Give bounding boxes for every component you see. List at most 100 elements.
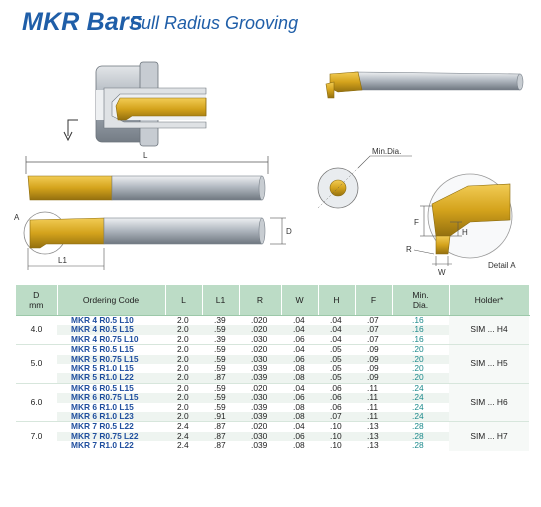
cell-f: .11 <box>355 412 392 422</box>
label-detail-a: Detail A <box>488 261 516 270</box>
cell-l: 2.0 <box>165 393 202 403</box>
holder-cell: SIM ... H5 <box>449 344 529 384</box>
cell-f: .09 <box>355 344 392 355</box>
ordering-code-cell: MKR 6 R0.75 L15 <box>57 393 165 403</box>
col-header-L1: L1 <box>202 285 240 316</box>
ordering-code-cell: MKR 5 R0.5 L15 <box>57 344 165 355</box>
cell-l: 2.0 <box>165 315 202 326</box>
cell-w: .08 <box>293 441 305 451</box>
cell-h: .07 <box>318 412 355 422</box>
cell-r: .030 <box>239 431 281 442</box>
cell-w: .06 <box>281 393 318 403</box>
cell-f: .13 <box>355 421 392 432</box>
label-R: R <box>406 245 412 254</box>
title-bar: MKR Bars Full Radius Grooving <box>0 0 541 44</box>
cell-w: .06 <box>293 334 305 344</box>
cell-l: 2.0 <box>165 354 202 365</box>
min-dia-cell: .16 <box>392 325 449 335</box>
cell-r: .039 <box>239 373 281 384</box>
min-dia-cell: .20 <box>392 373 449 384</box>
min-dia-cell: .16 <box>392 315 449 326</box>
ordering-code-cell: MKR 5 R1.0 L15 <box>71 364 134 374</box>
cell-f: .13 <box>367 441 379 451</box>
cell-w: .08 <box>293 402 305 412</box>
holder-cell: SIM ... H7 <box>449 421 529 451</box>
cell-r: .030 <box>239 354 281 365</box>
cell-l: 2.4 <box>177 441 189 451</box>
cell-l1: .59 <box>214 402 226 412</box>
cell-l: 2.0 <box>177 364 189 374</box>
min-dia-cell: .24 <box>412 402 424 412</box>
cell-l1: .87 <box>202 373 239 384</box>
min-dia-cell: .24 <box>392 382 449 394</box>
diameter-cell: 7.0 <box>16 421 57 451</box>
min-dia-cell: .20 <box>412 364 424 374</box>
ordering-code-cell: MKR 5 R0.75 L15 <box>57 354 165 365</box>
cell-r: .020 <box>239 325 281 335</box>
col-header-min-dia-line1: Min. <box>412 290 429 300</box>
cell-f: .09 <box>355 373 392 384</box>
cell-w: .08 <box>293 364 305 374</box>
cell-f: .09 <box>355 354 392 365</box>
cell-w: .04 <box>281 344 318 355</box>
cell-l1: .59 <box>202 393 239 403</box>
label-W: W <box>438 268 446 277</box>
machining-illustration <box>63 61 207 147</box>
cell-r: .020 <box>239 344 281 355</box>
cell-h: .06 <box>318 393 355 403</box>
cell-l: 2.0 <box>165 373 202 384</box>
bar-detail-view: A D L1 <box>14 211 292 270</box>
min-dia-cell: .28 <box>392 431 449 442</box>
min-dia-cell: .28 <box>392 421 449 432</box>
cell-f: .07 <box>355 315 392 326</box>
label-L1: L1 <box>58 256 67 265</box>
cell-l1: .87 <box>202 431 239 442</box>
cell-r: .039 <box>251 364 268 374</box>
col-header-d-line1: D <box>33 290 40 300</box>
col-header-F: F <box>355 285 393 316</box>
label-F: F <box>414 218 419 227</box>
diameter-cell: 6.0 <box>16 382 57 422</box>
col-header-R: R <box>239 285 282 316</box>
col-header-L: L <box>165 285 203 316</box>
cell-r: .039 <box>239 412 281 422</box>
cell-f: .13 <box>355 431 392 442</box>
bar-side-view: L <box>25 151 269 201</box>
cell-r: .020 <box>239 382 281 394</box>
diameter-cell: 5.0 <box>16 344 57 384</box>
cell-r: .030 <box>251 334 268 344</box>
cell-w: .06 <box>281 431 318 442</box>
cell-l: 2.0 <box>165 344 202 355</box>
cell-h: .10 <box>330 441 342 451</box>
cell-h: .04 <box>318 315 355 326</box>
page-subtitle: Full Radius Grooving <box>130 13 299 33</box>
cell-l1: .87 <box>202 421 239 432</box>
col-header-code: Ordering Code <box>57 285 166 316</box>
min-dia-cell: .16 <box>412 334 424 344</box>
cell-l1: .59 <box>202 325 239 335</box>
cell-l1: .91 <box>202 412 239 422</box>
min-dia-cell: .20 <box>392 354 449 365</box>
cell-l: 2.0 <box>165 382 202 394</box>
bar-perspective-view <box>325 71 524 99</box>
min-dia-cell: .24 <box>392 393 449 403</box>
col-header-W: W <box>281 285 319 316</box>
cell-l: 2.0 <box>165 412 202 422</box>
min-dia-cell: .28 <box>412 441 424 451</box>
cell-h: .05 <box>330 364 342 374</box>
col-header-min-dia: Min.Dia. <box>392 285 450 316</box>
cell-f: .11 <box>367 402 379 412</box>
ordering-code-cell: MKR 4 R0.5 L15 <box>57 325 165 335</box>
cell-l: 2.0 <box>177 402 189 412</box>
diameter-cell: 4.0 <box>16 314 57 345</box>
ordering-code-cell: MKR 7 R1.0 L22 <box>71 441 134 451</box>
ordering-code-cell: MKR 5 R1.0 L22 <box>57 373 165 384</box>
